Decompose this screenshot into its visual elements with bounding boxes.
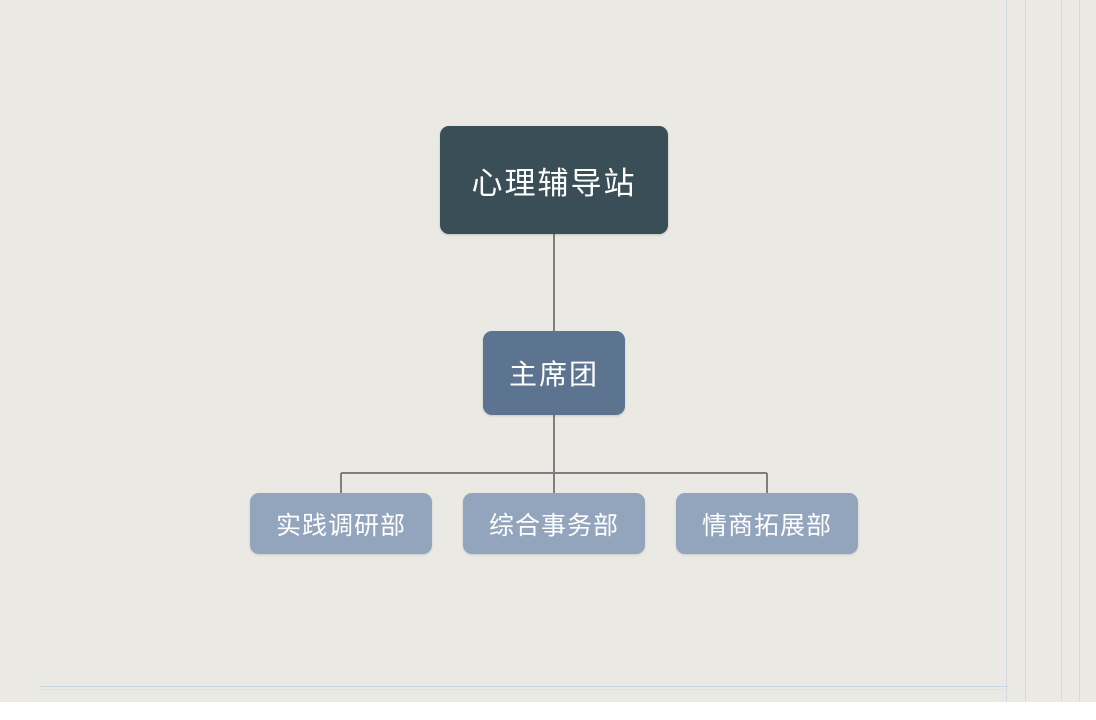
- node-dept-general-affairs[interactable]: 综合事务部: [463, 493, 645, 554]
- bottom-rule-secondary: [40, 689, 1008, 690]
- node-dept-eq[interactable]: 情商拓展部: [676, 493, 858, 554]
- node-root[interactable]: 心理辅导站: [440, 126, 668, 234]
- org-chart: 心理辅导站 主席团 实践调研部 综合事务部 情商拓展部: [250, 126, 858, 554]
- bottom-rule: [40, 686, 1008, 687]
- node-presidium[interactable]: 主席团: [483, 331, 625, 415]
- panel-edge-4: [1079, 0, 1080, 702]
- panel-edge-1: [1006, 0, 1007, 702]
- right-panel-background: [1007, 0, 1096, 702]
- panel-edge-2: [1025, 0, 1026, 702]
- node-dept-research[interactable]: 实践调研部: [250, 493, 432, 554]
- panel-edge-3: [1061, 0, 1062, 702]
